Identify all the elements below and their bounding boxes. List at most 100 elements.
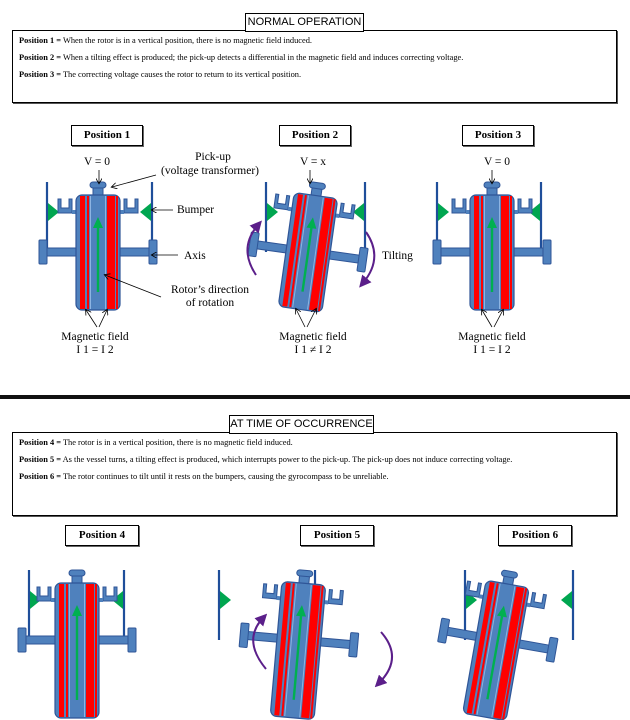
magnetic-stripe xyxy=(274,582,291,716)
rotation-arrow-shaft xyxy=(486,613,504,700)
bracket-left xyxy=(464,580,483,598)
bumper-left-pad xyxy=(267,203,278,221)
bracket-right xyxy=(327,588,344,606)
bracket-left xyxy=(261,583,279,600)
magnetic-field-pointers xyxy=(86,309,503,328)
light-stripe xyxy=(476,583,501,715)
magnetic-stripe xyxy=(474,196,479,309)
description-position-4: Position 4 = The rotor is in a vertical … xyxy=(19,437,610,448)
description-text: The rotor continues to tilt until it res… xyxy=(61,472,389,481)
rotor-assembly-2 xyxy=(247,181,369,313)
rotation-pointer xyxy=(105,275,162,298)
rotor-body-group xyxy=(437,569,559,720)
rotation-arrow-head xyxy=(72,605,82,616)
magnetic-stripe xyxy=(317,199,336,312)
voltage-position-2: V = x xyxy=(300,156,326,168)
description-text: When a tilting effect is produced; the p… xyxy=(61,53,464,62)
description-position-3: Position 3 = The correcting voltage caus… xyxy=(19,69,610,80)
description-label: Position 2 = xyxy=(19,53,61,62)
rotation-arrow-head xyxy=(306,217,317,229)
bumper-left-pad xyxy=(220,591,231,609)
magnetic-stripe xyxy=(289,195,307,308)
tilt-arrow-right-2 xyxy=(359,231,376,288)
occurrence-title: AT TIME OF OCCURRENCE xyxy=(229,415,374,434)
bumper-label: Bumper xyxy=(177,204,214,216)
description-text: The correcting voltage causes the rotor … xyxy=(61,70,302,79)
bracket-connector xyxy=(72,210,78,214)
magnetic-stripe xyxy=(309,197,333,311)
field-relation-3: I 1 = I 2 xyxy=(473,344,510,356)
axis-end-left xyxy=(432,239,442,265)
axis-end-right xyxy=(356,246,369,273)
bracket-left xyxy=(451,198,467,214)
pickup-pointer xyxy=(112,174,157,187)
bumper-right-pad xyxy=(140,203,151,221)
description-position-5: Position 5 = As the vessel turns, a tilt… xyxy=(19,454,610,465)
bumper-right-pad xyxy=(529,203,540,221)
bumper-left-pad xyxy=(30,591,41,609)
rotation-arrow-head xyxy=(497,605,507,618)
rotor-body-group xyxy=(17,569,137,719)
bracket-right xyxy=(517,198,533,214)
axis-end-left xyxy=(238,622,250,648)
tilt-arrow-right-5 xyxy=(374,631,393,688)
magnetic-stripe xyxy=(502,588,528,720)
tilt-arrow-left-2 xyxy=(246,220,262,276)
axis-end-left xyxy=(17,627,27,653)
magnetic-stripe xyxy=(301,585,321,719)
magnetic-stripe xyxy=(282,194,303,307)
tilt-arrow-left-5 xyxy=(252,613,268,670)
bracket-connector xyxy=(97,598,103,602)
axis-end-right xyxy=(542,239,552,265)
bracket-right xyxy=(338,202,356,220)
field-relation-1: I 1 = I 2 xyxy=(76,344,113,356)
position-1-label: Position 1 xyxy=(71,125,143,146)
rotation-arrow-head xyxy=(93,217,103,228)
occurrence-descriptions: Position 4 = The rotor is in a vertical … xyxy=(12,432,617,516)
rotation-label: Rotor’s direction xyxy=(171,284,249,296)
description-label: Position 1 = xyxy=(19,36,61,45)
position-6-label: Position 6 xyxy=(498,525,572,546)
magnetic-stripe xyxy=(510,196,512,309)
magnetic-stripe xyxy=(116,196,118,309)
light-stripe xyxy=(307,197,324,310)
light-stripe xyxy=(299,584,312,718)
section-divider xyxy=(0,395,630,399)
bracket-right xyxy=(123,198,139,214)
magnetic-stripe xyxy=(466,581,495,714)
description-text: As the vessel turns, a tilting effect is… xyxy=(61,455,513,464)
pickup-cap xyxy=(501,569,518,579)
voltage-position-1: V = 0 xyxy=(84,156,110,168)
tilting-label: Tilting xyxy=(382,250,413,262)
bumper-right-pad xyxy=(561,591,572,609)
description-label: Position 3 = xyxy=(19,70,61,79)
bracket-left xyxy=(273,193,291,211)
field-label-2: Magnetic field xyxy=(279,331,347,343)
bumper-left-pad xyxy=(438,203,449,221)
magnetic-stripe xyxy=(66,584,68,717)
description-label: Position 4 = xyxy=(19,438,61,447)
bracket-right xyxy=(102,586,118,602)
rotation-arrow-head xyxy=(296,605,306,617)
axis-end-left xyxy=(437,617,451,644)
pickup-sublabel: (voltage transformer) xyxy=(161,165,259,177)
axis-end-right xyxy=(348,632,360,658)
axis-end-right xyxy=(148,239,158,265)
description-label: Position 6 = xyxy=(19,472,61,481)
bracket-connector xyxy=(51,598,57,602)
description-text: When the rotor is in a vertical position… xyxy=(61,36,313,45)
axis-label: Axis xyxy=(184,250,206,262)
position-2-label: Position 2 xyxy=(279,125,351,146)
description-position-6: Position 6 = The rotor continues to tilt… xyxy=(19,471,610,482)
voltage-position-3: V = 0 xyxy=(484,156,510,168)
bracket-connector xyxy=(466,210,472,214)
magnetic-stripe xyxy=(80,196,85,309)
rotation-arrow-shaft xyxy=(301,225,314,292)
description-position-2: Position 2 = When a tilting effect is pr… xyxy=(19,52,610,63)
pickup-cap xyxy=(89,181,107,189)
bracket-left xyxy=(36,586,52,602)
rotor-assembly-4 xyxy=(17,569,137,719)
bracket-right xyxy=(529,591,547,610)
bracket-connector xyxy=(512,210,518,214)
